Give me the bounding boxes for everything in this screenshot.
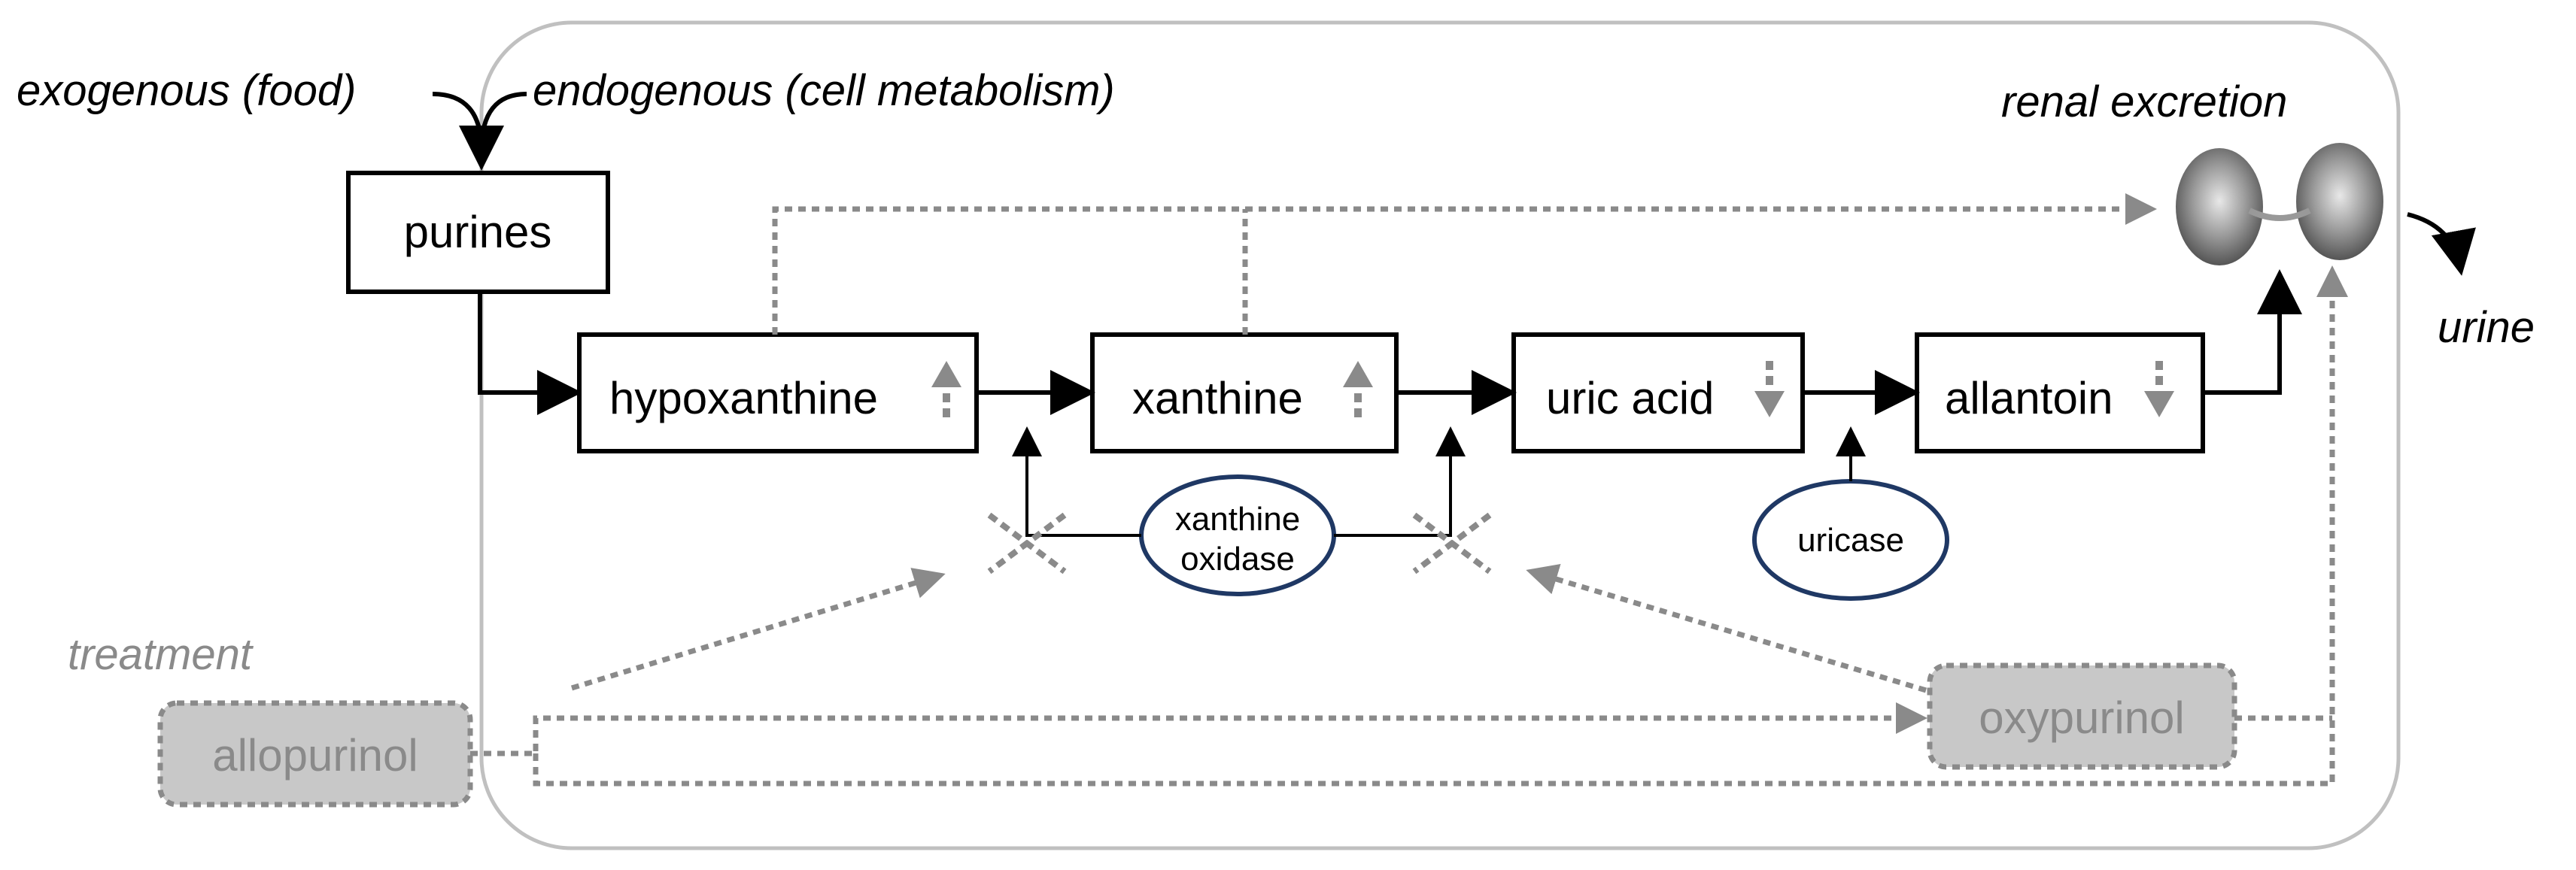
oxypurinol-node: oxypurinol: [1927, 662, 2237, 770]
xanthine-node: xanthine: [1090, 332, 1399, 453]
purine-excretion-dotted-line: [772, 193, 2157, 335]
allopurinol-node: allopurinol: [157, 700, 473, 808]
allantoin-to-kidney-arrow: [2203, 269, 2302, 395]
svg-text:allopurinol: allopurinol: [212, 730, 418, 781]
cross-icon: [987, 512, 1067, 574]
svg-text:uric acid: uric acid: [1546, 373, 1714, 423]
kidneys-icon: [2176, 143, 2383, 265]
oxypurinol-inhibition-arrow: [1526, 563, 1927, 693]
allopurinol-excretion-dotted-line: [533, 265, 2348, 787]
svg-text:xanthine: xanthine: [1175, 501, 1300, 538]
up-arrow-icon: [931, 361, 961, 417]
urine-arrow: [2407, 212, 2476, 276]
svg-text:allantoin: allantoin: [1945, 373, 2113, 423]
svg-text:uricase: uricase: [1797, 522, 1904, 559]
endogenous-label: endogenous (cell metabolism): [533, 66, 1115, 115]
down-arrow-icon: [2144, 361, 2174, 417]
uricase-enzyme: uricase: [1752, 479, 1949, 601]
purines-node: purines: [346, 171, 610, 294]
svg-text:xanthine: xanthine: [1132, 373, 1303, 423]
urine-label: urine: [2438, 303, 2535, 352]
treatment-label: treatment: [68, 630, 254, 679]
xanthine-oxidase-step1-arrow: [1012, 426, 1141, 537]
svg-text:hypoxanthine: hypoxanthine: [609, 373, 878, 423]
hypoxanthine-node: hypoxanthine: [577, 332, 979, 453]
body-boundary: [479, 20, 2401, 850]
allopurinol-inhibition-arrow: [570, 568, 946, 691]
svg-text:oxidase: oxidase: [1180, 541, 1295, 577]
purines-to-hypoxanthine-arrow: [478, 292, 582, 415]
renal-excretion-label: renal excretion: [2001, 77, 2287, 126]
svg-text:oxypurinol: oxypurinol: [1979, 693, 2185, 743]
svg-text:purines: purines: [404, 207, 552, 257]
exogenous-label: exogenous (food): [17, 66, 356, 115]
xanthine-oxidase-step2-arrow: [1334, 426, 1466, 537]
uric-acid-node: uric acid: [1511, 332, 1805, 453]
up-arrow-icon: [1343, 361, 1373, 417]
down-arrow-icon: [1754, 361, 1785, 417]
xanthine-oxidase-enzyme: xanthine oxidase: [1139, 474, 1336, 596]
allantoin-node: allantoin: [1915, 332, 2205, 453]
cross-icon: [1412, 512, 1492, 574]
allopurinol-to-oxypurinol-arrow: [470, 702, 1927, 756]
